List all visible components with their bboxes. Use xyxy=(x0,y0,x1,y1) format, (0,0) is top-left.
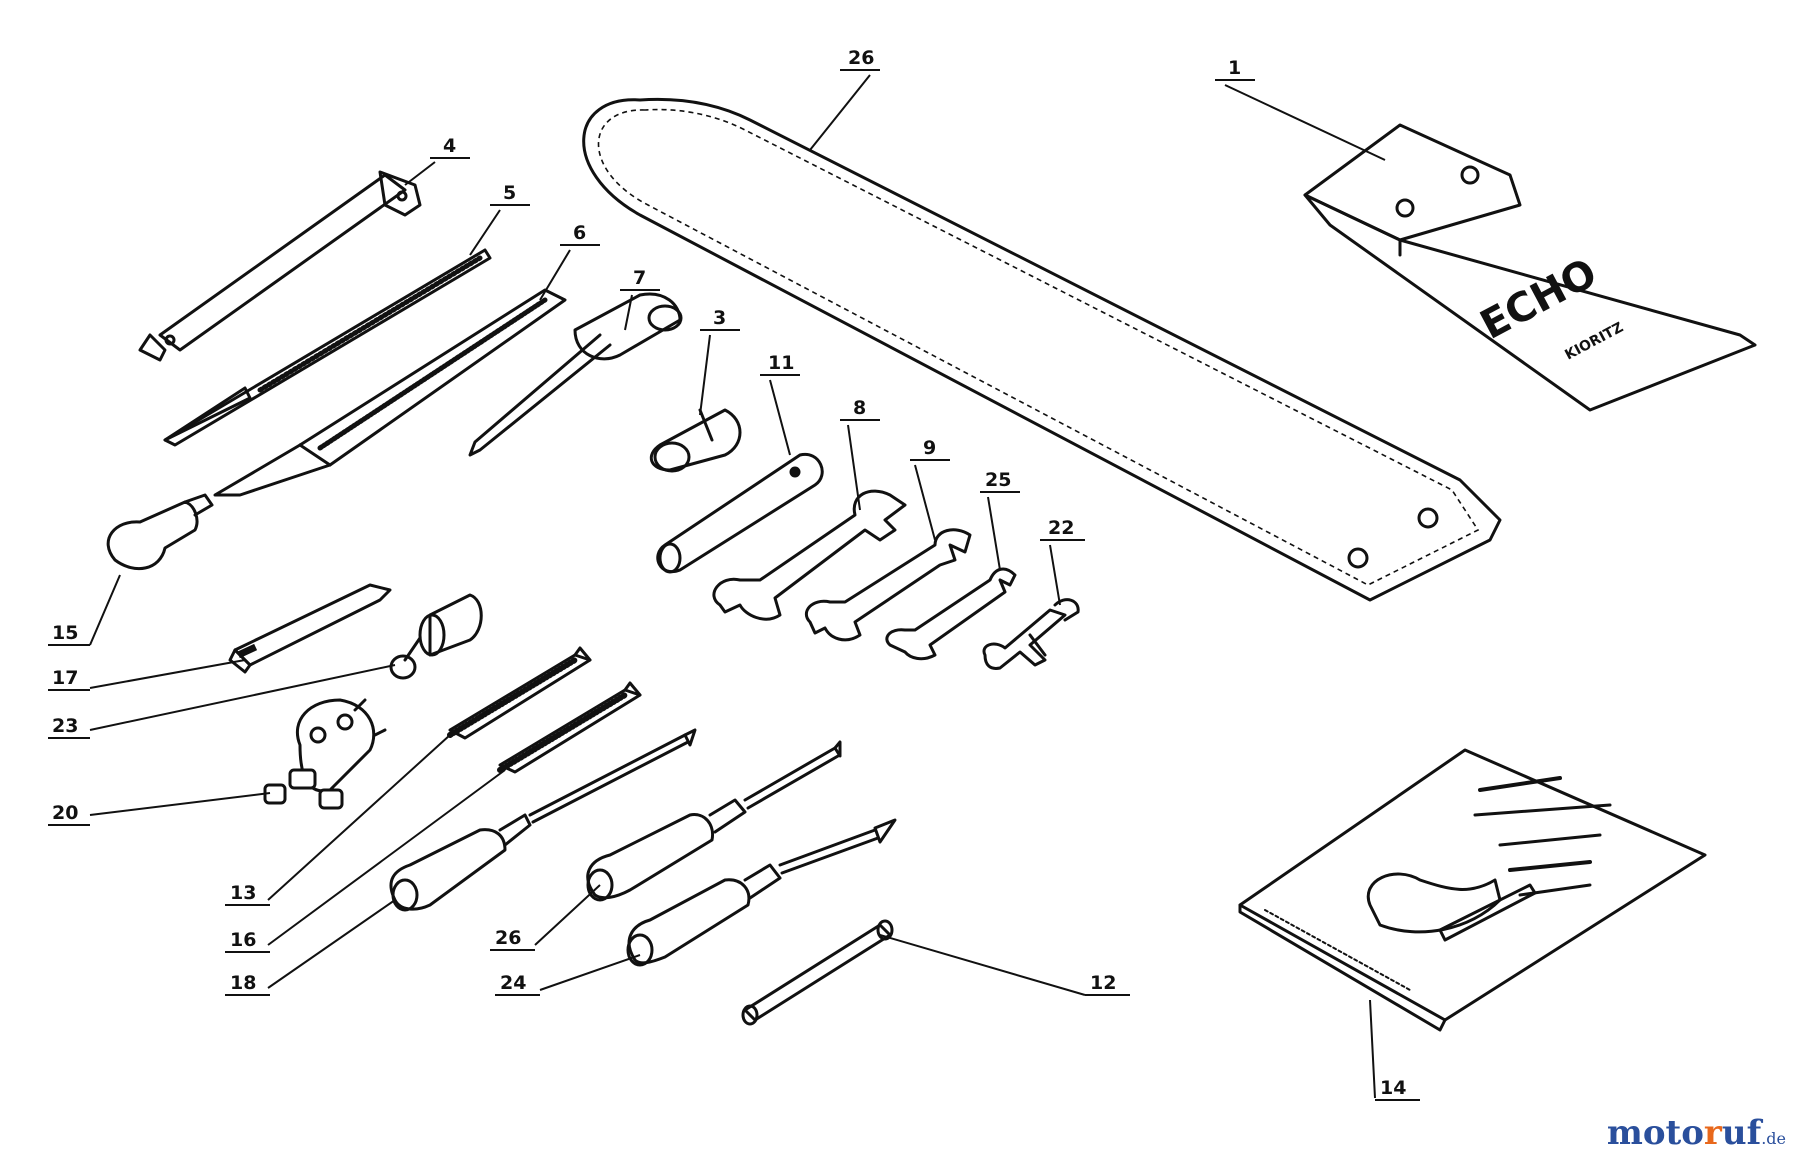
callout-9: 9 xyxy=(923,437,936,459)
callout-18: 18 xyxy=(230,972,256,994)
callout-22: 22 xyxy=(1048,517,1074,539)
adjuster-knob xyxy=(389,593,483,680)
round-file xyxy=(163,248,492,447)
screwdriver-long xyxy=(389,728,697,912)
file-holder xyxy=(138,170,422,362)
callout-5: 5 xyxy=(503,182,516,204)
screwdriver-phillips xyxy=(626,818,897,967)
hex-key-long xyxy=(447,646,592,740)
box-spanner xyxy=(468,292,683,457)
owners-manual-booklet xyxy=(1238,748,1707,1032)
screwdriver-medium xyxy=(586,740,842,902)
callout-leaders xyxy=(48,69,1420,1101)
callout-26-bottom: 26 xyxy=(495,927,521,949)
socket-wrench-head xyxy=(649,408,742,473)
flat-file xyxy=(213,288,567,497)
callout-26-top: 26 xyxy=(848,47,874,69)
callout-6: 6 xyxy=(573,222,586,244)
callout-24: 24 xyxy=(500,972,526,994)
callout-1: 1 xyxy=(1228,57,1241,79)
bar-cover xyxy=(582,97,1502,602)
depth-gauge xyxy=(228,583,392,674)
callout-numbers: 26 1 4 5 6 7 3 11 8 9 25 22 15 17 23 20 … xyxy=(52,47,1406,1099)
callout-12: 12 xyxy=(1090,972,1116,994)
callout-15: 15 xyxy=(52,622,78,644)
spanner-medium xyxy=(804,528,972,642)
small-hook-tool xyxy=(982,598,1080,670)
callout-7: 7 xyxy=(633,267,646,289)
spanner-small xyxy=(885,567,1017,661)
callout-11: 11 xyxy=(768,352,794,374)
callout-8: 8 xyxy=(853,397,866,419)
callout-20: 20 xyxy=(52,802,78,824)
hex-key xyxy=(497,681,642,774)
puller-plate xyxy=(263,698,387,810)
watermark-part-b: r xyxy=(1703,1113,1722,1153)
watermark-logo: motoruf.de xyxy=(1607,1113,1786,1153)
callout-17: 17 xyxy=(52,667,78,689)
callout-13: 13 xyxy=(230,882,256,904)
file-handle xyxy=(106,493,214,570)
watermark-part-c: uf xyxy=(1721,1113,1762,1153)
watermark-tld: .de xyxy=(1761,1129,1786,1148)
callout-4: 4 xyxy=(443,135,456,157)
callout-3: 3 xyxy=(713,307,726,329)
tube-wrench xyxy=(656,452,824,574)
pouch-code-text: KIORITZ xyxy=(1562,320,1626,364)
tool-pouch: ECHO KIORITZ xyxy=(1303,123,1757,412)
callout-23: 23 xyxy=(52,715,78,737)
spanner-large xyxy=(712,489,907,621)
callout-25: 25 xyxy=(985,469,1011,491)
pin-rod xyxy=(741,919,894,1026)
callout-14: 14 xyxy=(1380,1077,1406,1099)
callout-16: 16 xyxy=(230,929,256,951)
watermark-part-a: moto xyxy=(1606,1113,1704,1153)
